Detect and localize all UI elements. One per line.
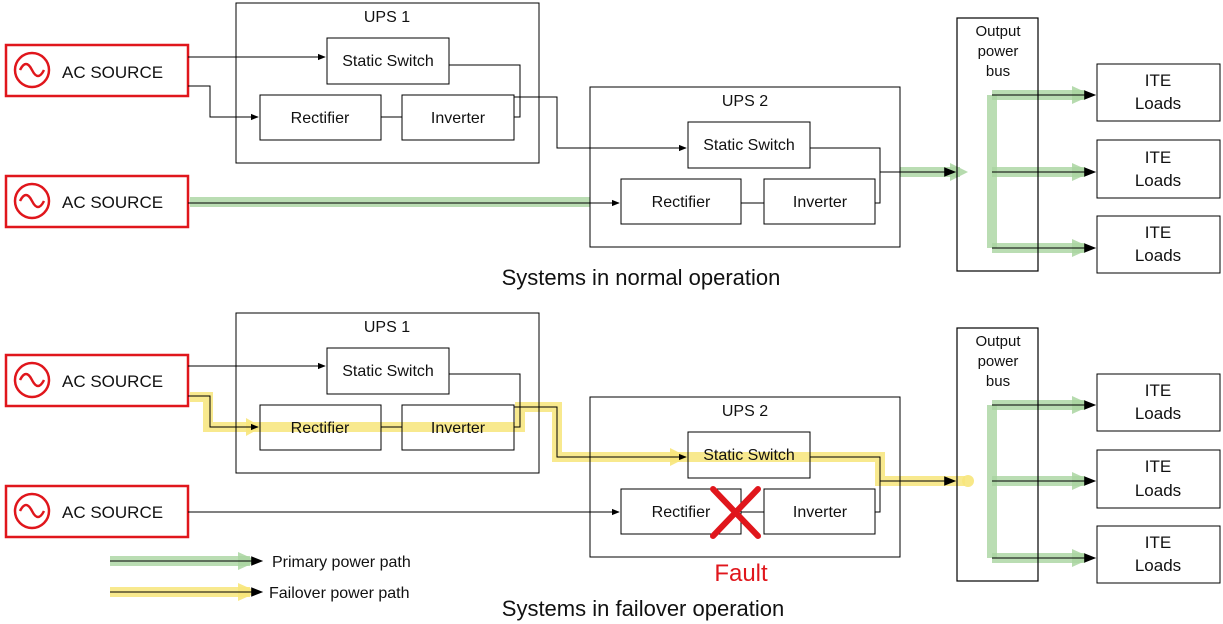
ite-loads-failover: ITE Loads ITE Loads ITE Loads	[1096, 373, 1221, 584]
static-switch-label: Static Switch	[703, 447, 795, 464]
static-switch-label: Static Switch	[703, 137, 795, 154]
ite-load-line1: ITE	[1145, 223, 1171, 242]
ups-1: UPS 1 Static Switch Rectifier Inverter	[235, 312, 540, 474]
legend-primary-label: Primary power path	[272, 554, 411, 571]
inverter-box	[763, 178, 876, 225]
rectifier-label: Rectifier	[652, 194, 711, 211]
ite-load-line2: Loads	[1135, 404, 1181, 423]
ite-load-box	[1096, 449, 1221, 509]
fault-label: Fault	[714, 560, 768, 587]
ite-load-line2: Loads	[1135, 246, 1181, 265]
rectifier-label: Rectifier	[291, 110, 350, 127]
ups-title: UPS 2	[722, 93, 768, 110]
ac-sine-icon	[13, 492, 51, 530]
ite-load-box	[1096, 525, 1221, 584]
bus-label-line2: power	[978, 353, 1019, 370]
static-switch-label: Static Switch	[342, 53, 434, 70]
bus-label-line1: Output	[975, 333, 1021, 350]
fault-x-icon	[710, 486, 761, 539]
output-power-bus: Output power bus	[956, 17, 1039, 272]
output-power-bus: Output power bus	[956, 327, 1039, 582]
ite-load-box	[1096, 63, 1221, 122]
bus-label-line2: power	[978, 43, 1019, 60]
ups-title: UPS 1	[364, 319, 410, 336]
legend: Primary power path Failover power path	[110, 552, 411, 602]
ac-sine-icon	[13, 182, 51, 220]
inverter-box	[763, 488, 876, 535]
caption-failover: Systems in failover operation	[502, 596, 784, 621]
bus-label-line3: bus	[986, 373, 1010, 390]
ite-load-line2: Loads	[1135, 94, 1181, 113]
bus-label-line1: Output	[975, 23, 1021, 40]
caption-normal: Systems in normal operation	[502, 265, 781, 290]
ite-load-line1: ITE	[1145, 533, 1171, 552]
ac-sine-icon	[13, 361, 51, 399]
inverter-label: Inverter	[431, 420, 486, 437]
ac-sine-icon	[13, 51, 51, 89]
ite-load-line1: ITE	[1145, 381, 1171, 400]
ups-2: UPS 2 Static Switch Rectifier Inverter	[589, 396, 901, 558]
ite-load-line1: ITE	[1145, 148, 1171, 167]
rectifier-label: Rectifier	[652, 504, 711, 521]
ite-load-line2: Loads	[1135, 171, 1181, 190]
ac-source-label: AC SOURCE	[62, 372, 163, 391]
ups-2: UPS 2 Static Switch Rectifier Inverter	[589, 86, 901, 248]
ite-load-box	[1096, 139, 1221, 199]
failover-operation-section: AC SOURCE AC SOURCE UPS 1 Static Switch …	[4, 312, 1221, 621]
static-switch-box	[326, 37, 450, 85]
ite-load-line2: Loads	[1135, 481, 1181, 500]
ups-title: UPS 1	[364, 9, 410, 26]
ac-source-1: AC SOURCE	[4, 43, 190, 98]
ite-load-line1: ITE	[1145, 71, 1171, 90]
bus-label-line3: bus	[986, 63, 1010, 80]
rectifier-label: Rectifier	[291, 420, 350, 437]
wires-failover	[188, 362, 1097, 563]
ac-source-1: AC SOURCE	[4, 353, 190, 408]
normal-operation-section: AC SOURCE AC SOURCE UPS 1 Static Switch …	[4, 2, 1221, 290]
ups-1: UPS 1 Static Switch Rectifier Inverter	[235, 2, 540, 164]
ite-loads-normal: ITE Loads ITE Loads ITE Loads	[1096, 63, 1221, 274]
static-switch-label: Static Switch	[342, 363, 434, 380]
ac-source-label: AC SOURCE	[62, 63, 163, 82]
inverter-label: Inverter	[793, 504, 848, 521]
ac-source-label: AC SOURCE	[62, 503, 163, 522]
static-switch-box	[687, 121, 811, 169]
ite-load-line2: Loads	[1135, 556, 1181, 575]
inverter-label: Inverter	[793, 194, 848, 211]
ups-title: UPS 2	[722, 403, 768, 420]
rectifier-box	[620, 178, 742, 225]
legend-failover-label: Failover power path	[269, 585, 410, 602]
ac-source-2: AC SOURCE	[4, 174, 190, 229]
static-switch-box	[326, 347, 450, 395]
inverter-label: Inverter	[431, 110, 486, 127]
ac-source-label: AC SOURCE	[62, 193, 163, 212]
ac-source-2: AC SOURCE	[4, 484, 190, 539]
ite-load-box	[1096, 373, 1221, 432]
ite-load-line1: ITE	[1145, 457, 1171, 476]
ite-load-box	[1096, 215, 1221, 274]
wires-normal	[188, 53, 1097, 253]
static-switch-box	[687, 431, 811, 479]
